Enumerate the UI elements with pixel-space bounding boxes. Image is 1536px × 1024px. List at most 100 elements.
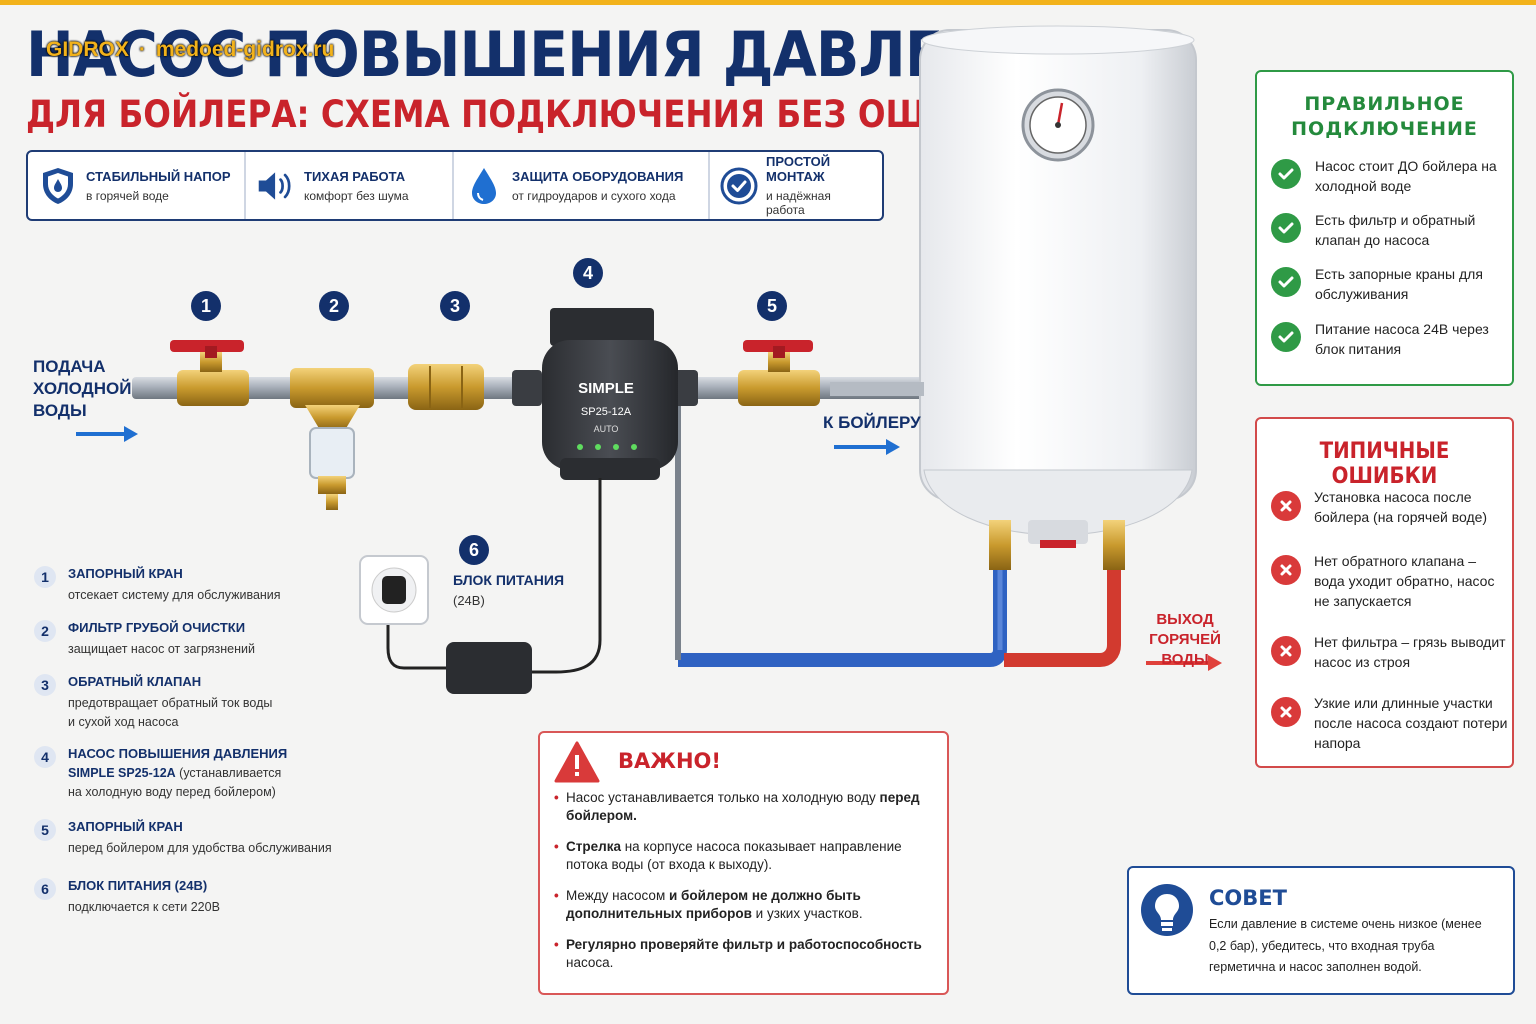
- feature-title: СТАБИЛЬНЫЙ НАПОР: [86, 168, 231, 184]
- hot-out-label-line: ВЫХОД: [1156, 611, 1214, 628]
- correct-item: Питание насоса 24В через блок питания: [1271, 319, 1510, 359]
- correct-item: Есть фильтр и обратный клапан до насоса: [1271, 210, 1510, 250]
- hot-outlet-fitting: [1103, 520, 1125, 570]
- hot-water-pipe: [1004, 570, 1121, 667]
- legend-title: НАСОС ПОВЫШЕНИЯ ДАВЛЕНИЯ: [68, 746, 288, 761]
- check-valve: [408, 364, 484, 410]
- wall-socket-icon: [359, 555, 429, 625]
- legend-text: перед бойлером для удобства обслуживания: [68, 841, 332, 855]
- important-text-bold: Стрелка: [566, 839, 621, 854]
- pressure-gauge-icon: [1021, 88, 1095, 162]
- legend-item: 1 ЗАПОРНЫЙ КРАН отсекает систему для обсл…: [34, 566, 281, 605]
- hot-out-label: ВЫХОД ГОРЯЧЕЙ ВОДЫ: [1128, 610, 1242, 670]
- mistake-item-text: Нет фильтра – грязь выводит насос из стр…: [1314, 634, 1506, 670]
- correct-item-text: Насос стоит ДО бойлера на холодной воде: [1315, 158, 1497, 194]
- mistake-item: Нет фильтра – грязь выводит насос из стр…: [1271, 632, 1509, 672]
- feature-subtitle: комфорт без шума: [304, 188, 409, 203]
- marker-6: 6: [459, 535, 489, 565]
- important-text: насоса.: [566, 955, 614, 970]
- hot-out-label-line: ГОРЯЧЕЙ ВОДЫ: [1149, 631, 1221, 668]
- check-icon: [1271, 267, 1301, 297]
- inlet-label-line: ХОЛОДНОЙ: [33, 379, 132, 398]
- correct-item-text: Питание насоса 24В через блок питания: [1315, 321, 1489, 357]
- tip-panel: СОВЕТ Если давление в системе очень низк…: [1127, 866, 1515, 995]
- mistake-item-text: Нет обратного клапана – вода уходит обра…: [1314, 553, 1495, 609]
- feature-quiet: ТИХАЯ РАБОТА комфорт без шума: [246, 152, 454, 219]
- correct-item: Насос стоит ДО бойлера на холодной воде: [1271, 156, 1510, 196]
- coarse-filter: [290, 368, 374, 510]
- mistakes-panel: ТИПИЧНЫЕ ОШИБКИ Установка насоса после б…: [1255, 417, 1514, 768]
- legend-number: 2: [34, 620, 56, 642]
- feature-title: ПРОСТОЙ МОНТАЖ: [766, 154, 831, 184]
- legend-line: предотвращает обратный ток воды: [68, 696, 273, 710]
- feature-subtitle: от гидроударов и сухого хода: [512, 188, 676, 203]
- marker-4: 4: [573, 258, 603, 288]
- legend-line: и сухой ход насоса: [68, 715, 179, 729]
- important-text-bold: и бойлером не должно быть дополнительных…: [566, 888, 861, 921]
- psu-title: БЛОК ПИТАНИЯ: [453, 572, 565, 588]
- cross-icon: [1271, 555, 1301, 585]
- legend-number: 3: [34, 674, 56, 696]
- psu-subtitle: (24В): [453, 593, 485, 608]
- cold-inlet-fitting: [989, 520, 1011, 570]
- shutoff-valve-5: [738, 340, 820, 406]
- important-text: на корпусе насоса показывает направление…: [566, 839, 902, 872]
- legend-title: ФИЛЬТР ГРУБОЙ ОЧИСТКИ: [68, 620, 246, 635]
- important-panel: ВАЖНО! Насос устанавливается только на х…: [538, 731, 949, 995]
- legend-title: ОБРАТНЫЙ КЛАПАН: [68, 674, 202, 689]
- watermark-site: medoed-gidrox.ru: [155, 38, 335, 61]
- legend-text: подключается к сети 220В: [68, 900, 220, 914]
- shutoff-valve-1: [170, 340, 249, 406]
- power-supply-unit: [446, 642, 532, 694]
- mistake-item-text: Установка насоса после бойлера (на горяч…: [1314, 489, 1488, 525]
- legend-line: на холодную воду перед бойлером): [68, 785, 276, 799]
- booster-pump: [512, 308, 698, 480]
- important-text-bold: перед бойлером.: [566, 790, 920, 823]
- inlet-label-line: ВОДЫ: [33, 401, 87, 420]
- pump-cable: [532, 478, 602, 674]
- legend-text: отсекает систему для обслуживания: [68, 588, 281, 602]
- legend-model: SIMPLE SP25-12A: [68, 766, 176, 780]
- warning-triangle-icon: [554, 741, 600, 788]
- important-item: Стрелка на корпусе насоса показывает нап…: [554, 838, 934, 874]
- important-item: Насос устанавливается только на холодную…: [554, 789, 934, 825]
- shield-icon: [38, 166, 78, 206]
- correct-title-line: ПОДКЛЮЧЕНИЕ: [1291, 118, 1478, 140]
- legend-title: ЗАПОРНЫЙ КРАН: [68, 566, 183, 581]
- important-title: ВАЖНО!: [618, 749, 721, 773]
- correct-title-line: ПРАВИЛЬНОЕ: [1304, 93, 1465, 115]
- correct-item-text: Есть фильтр и обратный клапан до насоса: [1315, 212, 1476, 248]
- feature-subtitle: в горячей воде: [86, 188, 169, 203]
- correct-connection-panel: ПРАВИЛЬНОЕ ПОДКЛЮЧЕНИЕ Насос стоит ДО бой…: [1255, 70, 1514, 386]
- legend-number: 4: [34, 746, 56, 768]
- feature-title: ЗАЩИТА ОБОРУДОВАНИЯ: [512, 168, 684, 184]
- watermark: GIDROX·medoed-gidrox.ru: [46, 38, 334, 62]
- important-list: Насос устанавливается только на холодную…: [554, 789, 934, 985]
- feature-title: ТИХАЯ РАБОТА: [304, 168, 406, 184]
- psu-label: БЛОК ПИТАНИЯ (24В): [453, 572, 564, 608]
- tip-text: Если давление в системе очень низкое (ме…: [1209, 917, 1482, 974]
- cross-icon: [1271, 491, 1301, 521]
- cross-icon: [1271, 697, 1301, 727]
- legend-title: ЗАПОРНЫЙ КРАН: [68, 819, 183, 834]
- marker-5: 5: [757, 291, 787, 321]
- speaker-icon: [256, 166, 296, 206]
- correct-item-text: Есть запорные краны для обслуживания: [1315, 266, 1483, 302]
- cross-icon: [1271, 636, 1301, 666]
- top-accent-bar: [0, 0, 1536, 5]
- marker-2: 2: [319, 291, 349, 321]
- mistake-item-text: Узкие или длинные участки после насоса с…: [1314, 695, 1508, 751]
- tip-title: СОВЕТ: [1209, 886, 1287, 910]
- lightbulb-icon: [1139, 882, 1195, 947]
- legend-item: 4 НАСОС ПОВЫШЕНИЯ ДАВЛЕНИЯ SIMPLE SP25-1…: [34, 746, 287, 802]
- feature-protection: ЗАЩИТА ОБОРУДОВАНИЯ от гидроударов и сухо…: [454, 152, 710, 219]
- check-icon: [1271, 322, 1301, 352]
- mistakes-title: ТИПИЧНЫЕ ОШИБКИ: [1319, 439, 1450, 489]
- legend-number: 1: [34, 566, 56, 588]
- feature-subtitle: и надёжная работа: [766, 189, 831, 217]
- inlet-label-line: ПОДАЧА: [33, 357, 106, 376]
